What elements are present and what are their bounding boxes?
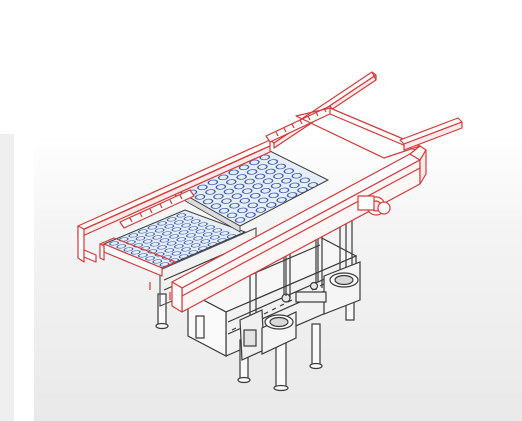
left-side-strip: [0, 134, 14, 421]
base-stand: [155, 214, 361, 392]
rail-frame: [77, 71, 463, 313]
tray-left: [102, 209, 247, 269]
